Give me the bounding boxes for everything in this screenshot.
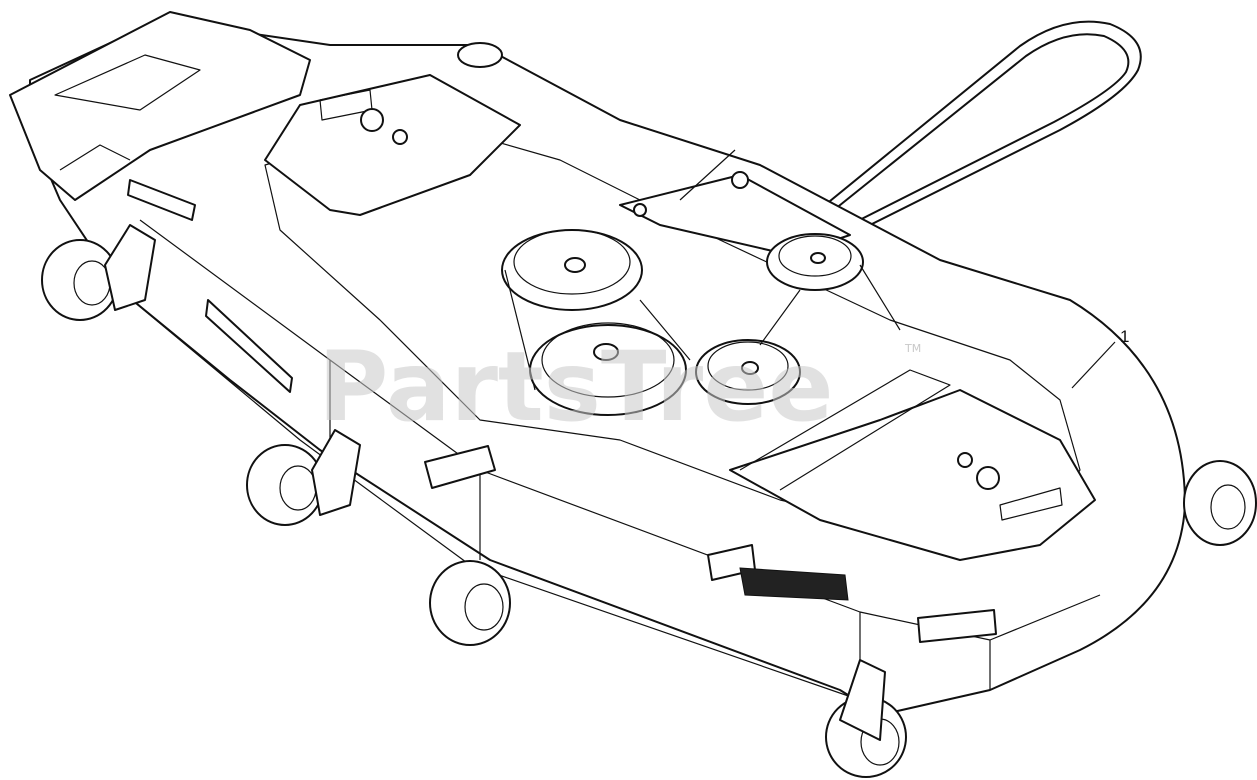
wheel-brackets [104,224,886,741]
deck-belt-route [504,264,901,391]
anti-scalp-wheel-1 [41,239,119,321]
warning-decal-4 [917,609,997,643]
warning-decal-2 [424,445,496,489]
warning-decal-3 [707,544,849,601]
anti-scalp-wheel-6 [457,42,503,68]
rear-housing [9,11,311,201]
callout-label-1[interactable]: 1 [1120,327,1129,346]
spindle-pulley-small [695,339,801,405]
right-cover-plate [729,369,1096,561]
watermark-trademark: TM [904,342,921,355]
warning-decal-1 [127,179,196,221]
anti-scalp-wheel-3 [429,560,511,646]
anti-scalp-wheel-5 [1183,460,1257,546]
model-decal [205,299,293,393]
callout-leader-1 [1071,341,1116,389]
spindle-pulley-rear [501,229,643,311]
left-cover-plate [264,74,521,216]
spindle-pulley-center [529,322,687,416]
drive-belt [769,20,1142,251]
anti-scalp-wheel-2 [246,444,324,526]
idler-pulley [766,233,864,291]
watermark-text: PartsTree [318,331,833,443]
